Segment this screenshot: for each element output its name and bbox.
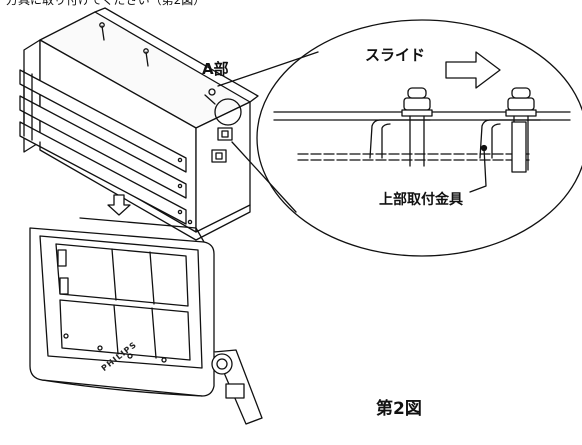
figure-number: 第2図 bbox=[376, 399, 422, 419]
slide-arrow bbox=[445, 51, 501, 89]
magnified-view bbox=[214, 19, 582, 257]
upper-bracket-label: 上部取付金具 bbox=[379, 192, 463, 208]
housing-box bbox=[19, 7, 259, 241]
slide-label: スライド bbox=[365, 46, 426, 64]
part-a-label: A部 bbox=[202, 60, 229, 78]
top-caption: 方具に取り付けてください（第2図） bbox=[6, 0, 206, 7]
bracket-detail bbox=[273, 87, 571, 193]
floodlight-fixture bbox=[29, 217, 263, 425]
down-arrow bbox=[107, 194, 131, 216]
